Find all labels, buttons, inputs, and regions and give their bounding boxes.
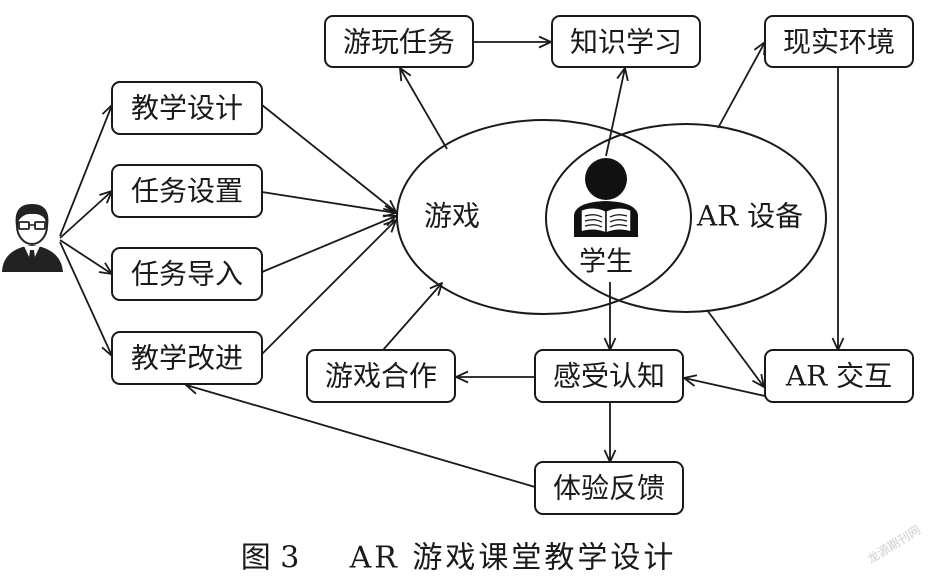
node-perception-cognition: 感受认知 bbox=[534, 349, 684, 403]
node-box bbox=[111, 164, 263, 218]
arrow-game-cooperation-to-game bbox=[382, 283, 442, 351]
node-box bbox=[111, 81, 263, 135]
node-label: 现实环境 bbox=[783, 26, 895, 59]
arrow-task-setting-to-game bbox=[261, 191, 396, 213]
arrow-teacher-to-task-setting bbox=[59, 191, 112, 239]
node-box bbox=[551, 15, 701, 68]
node-label: 游戏合作 bbox=[325, 360, 437, 393]
watermark: 龙源期刊网 bbox=[865, 523, 923, 567]
arrow-game-to-play-task bbox=[400, 68, 448, 150]
node-ar-interaction: AR 交互 bbox=[764, 349, 914, 403]
node-game-cooperation: 游戏合作 bbox=[306, 349, 456, 403]
node-box bbox=[111, 247, 263, 301]
arrow-teacher-to-teaching-improvement bbox=[59, 241, 112, 356]
node-label: 游玩任务 bbox=[343, 26, 455, 59]
ar-device-ellipse bbox=[545, 123, 827, 313]
node-box bbox=[306, 349, 456, 403]
node-box bbox=[534, 349, 684, 403]
node-task-import: 任务导入 bbox=[111, 247, 263, 301]
student-reading-icon bbox=[574, 158, 638, 237]
node-label: 任务导入 bbox=[131, 258, 243, 291]
arrow-teacher-to-task-import bbox=[59, 239, 112, 274]
arrow-teaching-design-to-game bbox=[261, 104, 396, 212]
node-label: 教学设计 bbox=[131, 92, 243, 125]
node-label: 教学改进 bbox=[131, 342, 243, 375]
node-experience-feedback: 体验反馈 bbox=[534, 461, 684, 515]
figure-caption: AR 游戏课堂教学设计 bbox=[349, 541, 677, 576]
teacher-icon bbox=[2, 204, 63, 272]
figure-number: 图 3 bbox=[241, 541, 300, 576]
arrow-ar-device-to-ar-interaction bbox=[706, 309, 764, 387]
student-label: 学生 bbox=[579, 247, 633, 278]
arrow-teaching-improvement-to-game bbox=[261, 220, 396, 355]
ar-device-label: AR 设备 bbox=[696, 200, 803, 233]
node-box bbox=[111, 331, 263, 385]
node-teaching-improvement: 教学改进 bbox=[111, 331, 263, 385]
node-task-setting: 任务设置 bbox=[111, 164, 263, 218]
node-box bbox=[324, 15, 474, 68]
node-label: AR 交互 bbox=[785, 360, 892, 393]
node-teaching-design: 教学设计 bbox=[111, 81, 263, 135]
arrow-ar-interaction-to-perception bbox=[684, 378, 766, 397]
node-box bbox=[764, 349, 914, 403]
node-box bbox=[764, 15, 914, 68]
node-label: 知识学习 bbox=[570, 26, 682, 59]
node-box bbox=[534, 461, 684, 515]
arrow-ar-device-to-real-environment bbox=[717, 42, 765, 129]
game-ellipse bbox=[396, 119, 692, 315]
node-label: 感受认知 bbox=[553, 360, 665, 393]
node-label: 体验反馈 bbox=[553, 472, 665, 505]
arrow-task-import-to-game bbox=[261, 216, 396, 273]
node-real-environment: 现实环境 bbox=[764, 15, 914, 68]
node-label: 任务设置 bbox=[131, 175, 243, 208]
node-knowledge-learning: 知识学习 bbox=[551, 15, 701, 68]
node-play-task: 游玩任务 bbox=[324, 15, 474, 68]
game-label: 游戏 bbox=[424, 200, 480, 233]
arrow-experience-feedback-to-teaching-improvement bbox=[186, 385, 536, 488]
arrow-teacher-to-teaching-design bbox=[59, 105, 112, 237]
arrow-student-to-knowledge-learning bbox=[605, 68, 625, 157]
